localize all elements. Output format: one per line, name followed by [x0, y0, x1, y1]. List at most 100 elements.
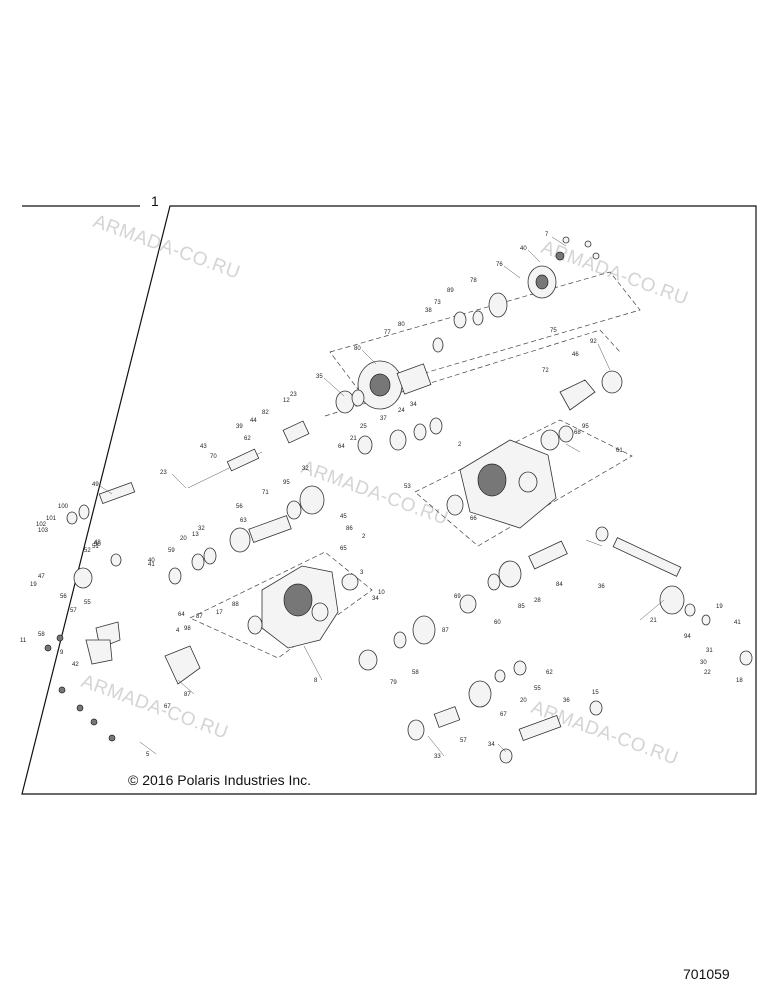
callout-label: 87 [196, 614, 203, 620]
copyright-notice: © 2016 Polaris Industries Inc. [128, 772, 312, 788]
callout-label: 2 [362, 534, 366, 540]
leader-lines [99, 236, 665, 757]
callout-label: 66 [470, 516, 477, 522]
callout-label: 3 [360, 570, 364, 576]
left-shaft-assembly [66, 481, 292, 585]
callout-label: 34 [488, 742, 495, 748]
callout-label: 20 [180, 536, 187, 542]
watermark-text: ARMADA-CO.RU [538, 237, 691, 310]
callout-label: 38 [425, 308, 432, 314]
callout-label: 95 [283, 480, 290, 486]
callout-label: 55 [84, 600, 91, 606]
callout-label: 15 [592, 690, 599, 696]
callout-label: 89 [447, 288, 454, 294]
callout-labels: 7 40 76 78 75 38 73 80 77 89 92 46 72 35… [20, 232, 743, 760]
watermark-text: ARMADA-CO.RU [90, 211, 243, 284]
callout-label: 98 [184, 626, 191, 632]
callout-label: 24 [398, 408, 405, 414]
callout-label: 86 [346, 526, 353, 532]
watermark-text: ARMADA-CO.RU [528, 697, 681, 770]
callout-label: 34 [372, 596, 379, 602]
callout-label: 25 [360, 424, 367, 430]
callout-label: 40 [520, 246, 527, 252]
callout-label: 57 [70, 608, 77, 614]
callout-label: 39 [236, 424, 243, 430]
callout-label: 68 [574, 430, 581, 436]
callout-label: 61 [616, 448, 623, 454]
callout-label: 19 [30, 582, 37, 588]
watermark-text: ARMADA-CO.RU [78, 671, 231, 744]
callout-label: 20 [520, 698, 527, 704]
callout-label: 70 [210, 454, 217, 460]
drawing-number: 701059 [683, 966, 730, 982]
callout-label: 85 [518, 604, 525, 610]
callout-label: 40 [148, 558, 155, 564]
callout-label: 21 [350, 436, 357, 442]
callout-label: 10 [378, 590, 385, 596]
callout-label: 44 [250, 418, 257, 424]
callout-label: 23 [160, 470, 167, 476]
callout-label: 30 [700, 660, 707, 666]
callout-label: 75 [550, 328, 557, 334]
callout-label: 53 [404, 484, 411, 490]
callout-label: 5 [146, 752, 150, 758]
callout-label: 64 [178, 612, 185, 618]
callout-label: 32 [302, 466, 309, 472]
callout-label: 62 [244, 436, 251, 442]
callout-label: 88 [232, 602, 239, 608]
watermarks: ARMADA-CO.RU ARMADA-CO.RU ARMADA-CO.RU A… [78, 211, 691, 770]
callout-label: 57 [460, 738, 467, 744]
callout-label: 102 [36, 522, 47, 528]
callout-label: 37 [380, 416, 387, 422]
callout-label: 87 [442, 628, 449, 634]
callout-label: 41 [148, 562, 155, 568]
callout-label: 28 [534, 598, 541, 604]
callout-label: 48 [94, 540, 101, 546]
callout-label: 46 [572, 352, 579, 358]
callout-label: 100 [58, 504, 69, 510]
callout-label: 13 [192, 532, 199, 538]
callout-label: 94 [684, 634, 691, 640]
callout-label: 50 [94, 542, 101, 548]
callout-label: 69 [454, 594, 461, 600]
callout-label: 101 [46, 516, 57, 522]
callout-label: 84 [556, 582, 563, 588]
callout-label: 21 [650, 618, 657, 624]
callout-label: 42 [72, 662, 79, 668]
left-hardware [44, 553, 122, 742]
callout-label: 52 [84, 548, 91, 554]
callout-label: 31 [706, 648, 713, 654]
main-housing [164, 565, 359, 685]
diagram-frame [21, 205, 757, 795]
output-shaft [595, 526, 753, 666]
callout-label: 92 [590, 339, 597, 345]
callout-label: 51 [92, 544, 99, 550]
callout-label: 34 [410, 402, 417, 408]
upper-gear-assembly [335, 236, 623, 414]
callout-label: 80 [398, 322, 405, 328]
callout-label: 79 [390, 680, 397, 686]
callout-label: 80 [354, 346, 361, 352]
callout-label: 72 [542, 368, 549, 374]
lower-gear-assembly [358, 540, 603, 764]
shift-parts [187, 417, 574, 520]
callout-label: 76 [496, 262, 503, 268]
callout-label: 58 [412, 670, 419, 676]
callout-label: 62 [546, 670, 553, 676]
callout-label: 33 [434, 754, 441, 760]
callout-label: 8 [314, 678, 318, 684]
callout-label: 41 [734, 620, 741, 626]
callout-label: 63 [240, 518, 247, 524]
callout-label: 7 [545, 232, 549, 238]
assembly-number: 1 [151, 193, 159, 209]
callout-label: 78 [470, 278, 477, 284]
callout-label: 36 [598, 584, 605, 590]
callout-label: 17 [216, 610, 223, 616]
callout-label: 55 [534, 686, 541, 692]
subassembly-outlines [189, 271, 641, 659]
callout-label: 35 [316, 374, 323, 380]
callout-label: 4 [176, 628, 180, 634]
callout-label: 11 [20, 638, 27, 644]
callout-label: 60 [494, 620, 501, 626]
